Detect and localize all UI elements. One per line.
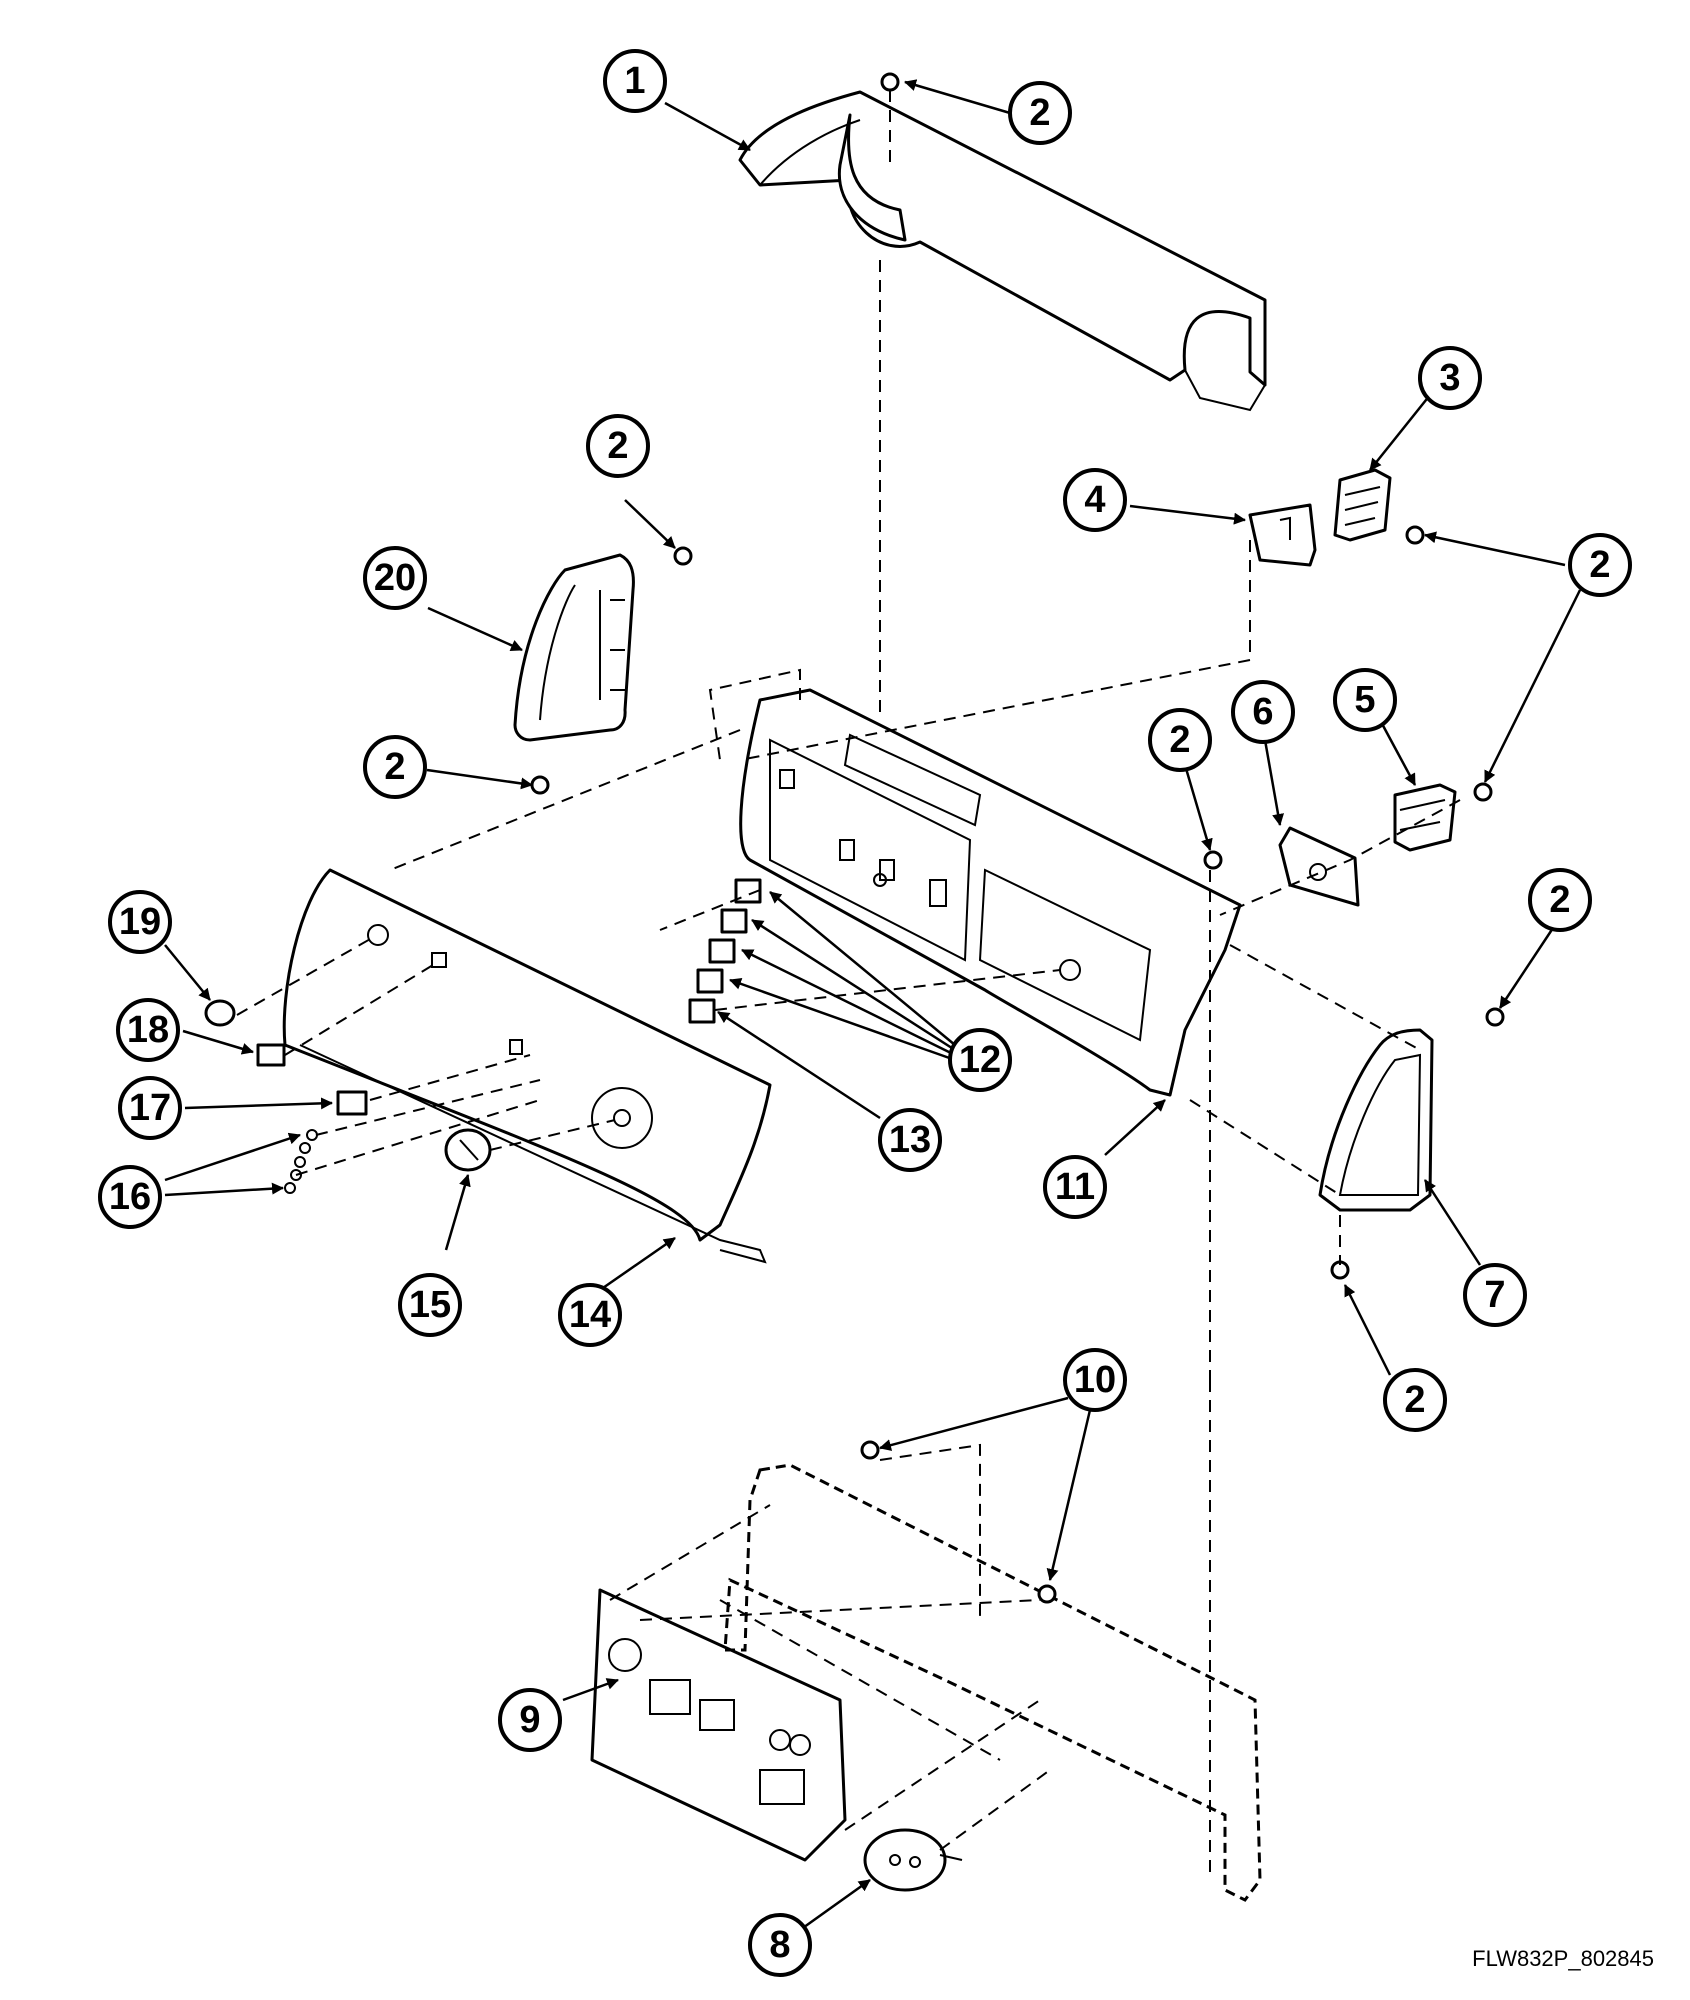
callout-17: 17 [118,1076,182,1140]
figure-id-label: FLW832P_802845 [1472,1946,1654,1971]
svg-text:19: 19 [119,901,161,943]
part-knob [204,999,236,1027]
svg-text:18: 18 [127,1009,169,1051]
part-right-end-panel [1318,1028,1434,1212]
svg-text:5: 5 [1354,679,1375,721]
callout-12: 12 [948,1028,1012,1092]
svg-text:9: 9 [519,1699,540,1741]
callout-4: 4 [1063,468,1127,532]
part-selector-knob [444,1128,492,1172]
callout-14: 14 [558,1283,622,1347]
svg-text:16: 16 [109,1176,151,1218]
svg-text:2: 2 [607,425,628,467]
callout-19: 19 [108,890,172,954]
svg-text:8: 8 [769,1924,790,1966]
screws [530,72,1505,1604]
callout-2-bottom: 2 [1383,1368,1447,1432]
part-front-console [282,868,772,1264]
svg-text:11: 11 [1055,1166,1095,1208]
part-button [336,1090,368,1116]
svg-text:1: 1 [624,60,645,102]
part-top-trim [738,90,1267,412]
callout-5: 5 [1333,668,1397,732]
callout-9: 9 [498,1688,562,1752]
callout-7: 7 [1463,1263,1527,1327]
rear-panel-outline [723,1463,1262,1902]
svg-text:7: 7 [1484,1274,1505,1316]
callout-2-center: 2 [1148,708,1212,772]
callout-1: 1 [603,49,667,113]
callout-2-upper-left: 2 [586,414,650,478]
svg-text:20: 20 [374,557,416,599]
callout-18: 18 [116,998,180,1062]
part-left-end-panel [513,553,635,742]
svg-text:17: 17 [129,1087,171,1129]
callout-20: 20 [363,546,427,610]
svg-text:2: 2 [384,746,405,788]
callout-10: 10 [1063,1348,1127,1412]
part-relay [1333,468,1392,542]
svg-text:15: 15 [409,1284,451,1326]
callout-16: 16 [98,1165,162,1229]
part-rocker [256,1043,286,1067]
svg-text:4: 4 [1084,479,1105,521]
part-bracket [1248,503,1317,567]
svg-text:10: 10 [1074,1359,1116,1401]
part-keys [688,878,762,1024]
part-control-panel [739,688,1242,1097]
callout-8: 8 [748,1913,812,1977]
svg-text:2: 2 [1589,544,1610,586]
callout-3: 3 [1418,346,1482,410]
callout-13: 13 [878,1108,942,1172]
svg-text:2: 2 [1029,92,1050,134]
callout-6: 6 [1231,680,1295,744]
part-circuit-board [590,1588,847,1862]
svg-text:2: 2 [1404,1379,1425,1421]
svg-text:12: 12 [959,1039,1001,1081]
part-switch [1393,783,1457,852]
svg-text:2: 2 [1169,719,1190,761]
leaders [164,79,1582,1932]
callout-2-right-relay: 2 [1568,533,1632,597]
callout-2-right-panel: 2 [1528,868,1592,932]
svg-text:2: 2 [1549,879,1570,921]
svg-text:6: 6 [1252,691,1273,733]
svg-text:14: 14 [569,1294,611,1336]
callout-2-top: 2 [1008,81,1072,145]
callout-15: 15 [398,1273,462,1337]
svg-text:13: 13 [889,1119,931,1161]
callout-2-lower-left: 2 [363,735,427,799]
part-plate [1278,826,1360,907]
part-rotary-selector [863,1828,963,1892]
callout-11: 11 [1043,1155,1107,1219]
svg-text:3: 3 [1439,357,1460,399]
assembly-lines [236,90,1461,1880]
